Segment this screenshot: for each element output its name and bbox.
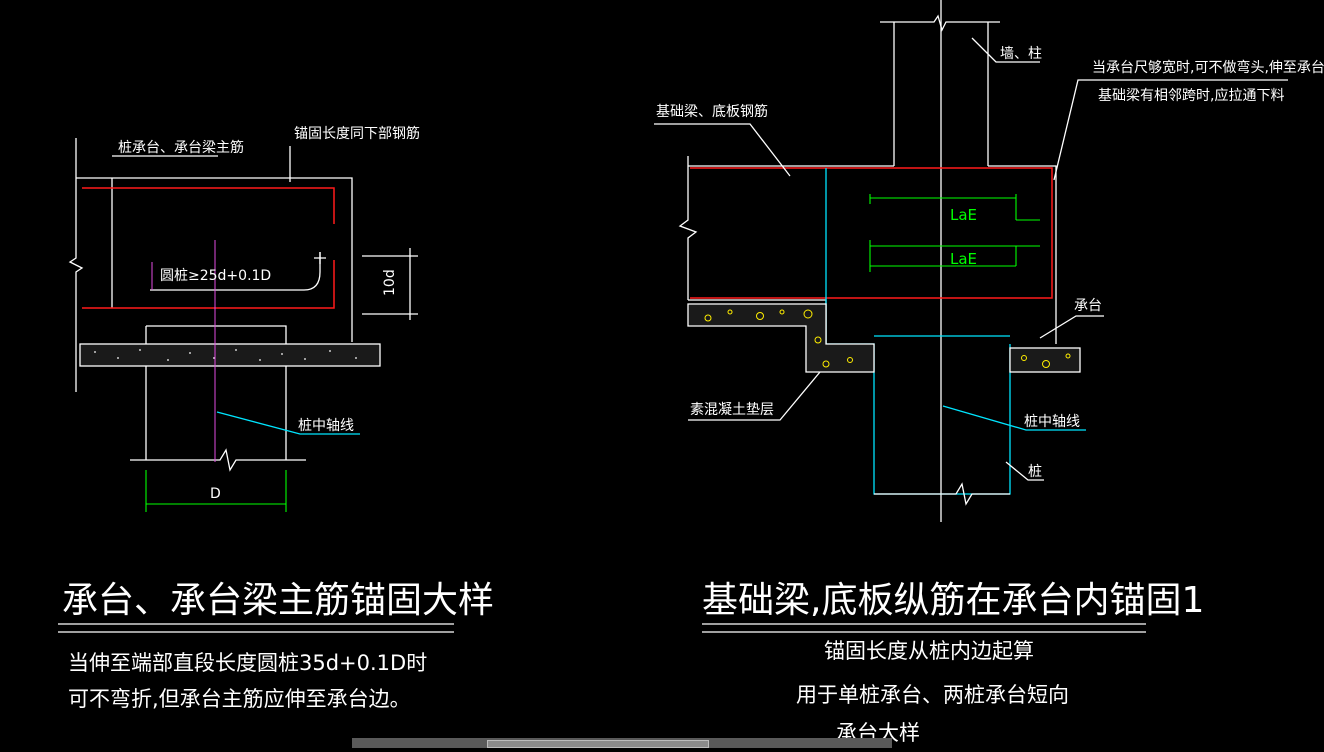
pile-break <box>130 448 306 472</box>
cushion-aggregate <box>704 309 1071 368</box>
hook-bar <box>150 252 321 291</box>
left-break-line <box>68 138 84 392</box>
beam-break <box>678 156 698 300</box>
title-left: 承台、承台梁主筋锚固大样 <box>62 580 494 621</box>
cap-top <box>688 165 1057 344</box>
label-pile-axis-right: 桩中轴线 <box>1024 413 1080 430</box>
concrete-cushion-right-2 <box>1009 347 1081 373</box>
label-main-bar: 桩承台、承台梁主筋 <box>118 139 244 156</box>
beam-bars-leader <box>654 123 791 177</box>
label-lae-2: LaE <box>950 250 977 268</box>
wall-column <box>880 14 1000 166</box>
label-lae-1: LaE <box>950 206 977 224</box>
label-wall-column: 墙、柱 <box>1000 46 1042 62</box>
main-rebar-top <box>82 187 335 224</box>
dim-10d <box>362 248 418 320</box>
label-pile-axis-left: 桩中轴线 <box>298 417 354 434</box>
axis-leader-left <box>216 411 360 435</box>
right-detail <box>654 0 1288 522</box>
title-right: 基础梁,底板纵筋在承台内锚固1 <box>702 580 1204 621</box>
title-underline-right <box>702 623 1146 633</box>
label-D: D <box>210 486 221 502</box>
pile-break-right <box>874 482 1010 506</box>
pile-top <box>145 325 287 344</box>
dim-lae-1 <box>869 194 1040 221</box>
concrete-cushion-right <box>687 303 875 373</box>
label-beam-bars: 基础梁、底板钢筋 <box>656 103 768 120</box>
title-underline-left <box>58 623 454 633</box>
note-right-2: 用于单桩承台、两桩承台短向 <box>796 683 1069 707</box>
note-top-leader <box>1053 79 1288 181</box>
main-rebar-bottom <box>82 260 335 309</box>
dim-D <box>145 470 287 512</box>
note-left-1: 当伸至端部直段长度圆桩35d+0.1D时 <box>68 651 427 675</box>
label-anchor-length: 锚固长度同下部钢筋 <box>294 125 420 142</box>
label-note-top1: 当承台尺够宽时,可不做弯头,伸至承台边 <box>1092 59 1324 76</box>
axis-leader-right <box>942 405 1086 431</box>
note-right-1: 锚固长度从桩内边起算 <box>824 639 1034 663</box>
label-10d: 10d <box>382 269 398 296</box>
label-pile-cap: 承台 <box>1074 298 1102 314</box>
label-round-pile: 圆桩≥25d+0.1D <box>160 267 271 284</box>
pile-sides <box>145 366 287 460</box>
note-left-2: 可不弯折,但承台主筋应伸至承台边。 <box>68 687 411 711</box>
cushion-dots-left <box>94 349 357 361</box>
cap-outline <box>76 177 353 342</box>
label-plain-concrete: 素混凝土垫层 <box>690 402 774 418</box>
cushion-leader <box>688 371 821 421</box>
beam-rebar <box>690 167 1053 299</box>
pile-outline-right <box>825 168 1011 495</box>
scrollbar-thumb[interactable] <box>487 740 709 748</box>
left-detail <box>68 138 418 512</box>
label-pile: 桩 <box>1028 463 1042 480</box>
pile-leader <box>1005 461 1044 481</box>
hook-cross <box>314 252 326 264</box>
wall-leader <box>971 37 1040 63</box>
concrete-cushion-left <box>79 343 381 367</box>
horizontal-scrollbar[interactable] <box>352 738 892 748</box>
label-note-top2: 基础梁有相邻跨时,应拉通下料 <box>1098 87 1284 104</box>
cap-leader <box>1039 315 1104 339</box>
dim-lae-2 <box>869 240 1040 272</box>
